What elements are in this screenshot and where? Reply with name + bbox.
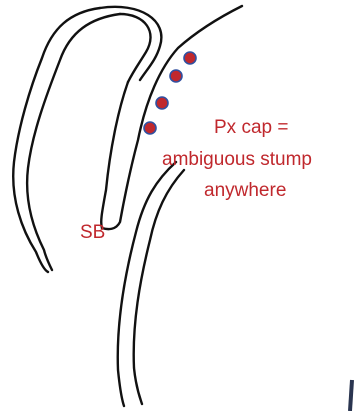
upper-cap-outline xyxy=(100,7,161,80)
inner-lobe-outline xyxy=(27,14,120,270)
corner-mark xyxy=(350,380,352,411)
annotation-line-1: Px cap = xyxy=(214,117,288,138)
sb-label: SB xyxy=(80,222,105,243)
marker-dot xyxy=(184,52,196,64)
annotation-line-3: anywhere xyxy=(204,180,286,201)
marker-dot xyxy=(156,97,168,109)
lower-tube-right-wall xyxy=(134,170,184,404)
annotation-line-2: ambiguous stump xyxy=(162,149,312,170)
marker-dot xyxy=(144,122,156,134)
lower-tube-left-wall xyxy=(118,162,176,406)
marker-dot xyxy=(170,70,182,82)
